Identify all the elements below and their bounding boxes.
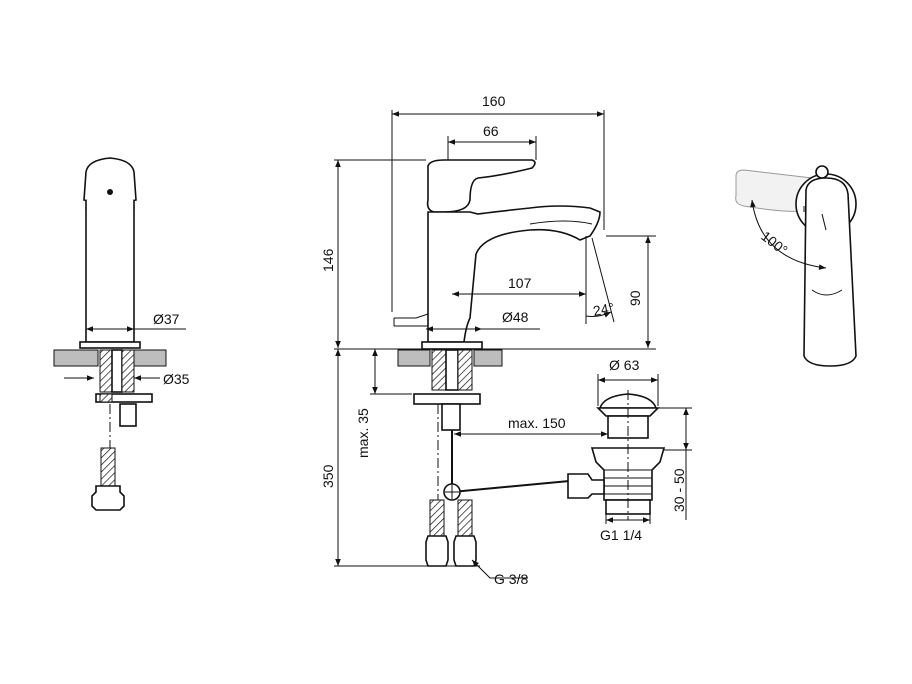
front-rod-horizontal (451, 479, 581, 493)
front-hose-right (457, 499, 473, 537)
front-body-spout (427, 205, 601, 343)
waste-assembly: Ø 63 30 - 50 G1 1/4 (567, 357, 692, 543)
dim-rod-length: max. 150 (508, 415, 566, 431)
side-tail-diameter-label: Ø35 (163, 371, 190, 387)
dim-base-diameter: Ø48 (502, 309, 529, 325)
side-lever-dot (107, 189, 113, 195)
front-fixing-plate (413, 393, 481, 405)
side-fixing-plate (95, 393, 153, 403)
side-tail-left (99, 349, 113, 393)
dim-hose-length: 350 (320, 464, 336, 488)
side-diameter-label: Ø37 (153, 311, 180, 327)
front-view: 160 66 146 107 90 24° Ø48 max. 35 (320, 93, 656, 587)
side-fixing-block (99, 393, 113, 403)
angle-arc (585, 311, 612, 318)
dim-waste-thread: G1 1/4 (600, 527, 642, 543)
g38-leader (471, 559, 528, 579)
front-lever (426, 159, 536, 213)
front-base (421, 341, 483, 350)
waste-side-port (567, 473, 605, 499)
dim-spout-angle: 24° (592, 300, 616, 319)
dim-body-height: 146 (320, 248, 336, 272)
side-flange (79, 341, 141, 349)
top-lever (803, 177, 857, 367)
dim-spout-reach: 107 (508, 275, 532, 291)
waste-body (590, 447, 666, 501)
dim-waste-height: 30 - 50 (671, 468, 687, 512)
dim-counter-thickness: max. 35 (355, 408, 371, 458)
side-nut (119, 403, 137, 427)
dim-lever-offset: 66 (483, 123, 499, 139)
side-hose-fitting (91, 485, 125, 511)
front-countertop (397, 349, 503, 367)
dim-spout-height: 90 (627, 290, 643, 306)
side-lever (83, 157, 137, 204)
front-hose-left (429, 499, 445, 537)
rotation-arc (750, 199, 827, 270)
front-spout-inner (529, 220, 593, 225)
spout-flow-line (591, 237, 615, 323)
front-tail-left (431, 349, 447, 391)
dim-width-overall: 160 (482, 93, 506, 109)
top-pivot (815, 165, 829, 179)
dim-waste-diameter: Ø 63 (609, 357, 640, 373)
top-view: 100° (735, 165, 857, 367)
front-hose-fitting-right (453, 535, 477, 567)
side-hose (100, 447, 116, 487)
side-body (85, 200, 135, 343)
side-tail-right (111, 349, 123, 393)
dim-hose-thread: G 3/8 (494, 571, 528, 587)
side-view: Ø37 Ø35 (53, 157, 190, 511)
front-hose-fitting-left (425, 535, 449, 567)
front-ghost-lever (394, 313, 429, 319)
